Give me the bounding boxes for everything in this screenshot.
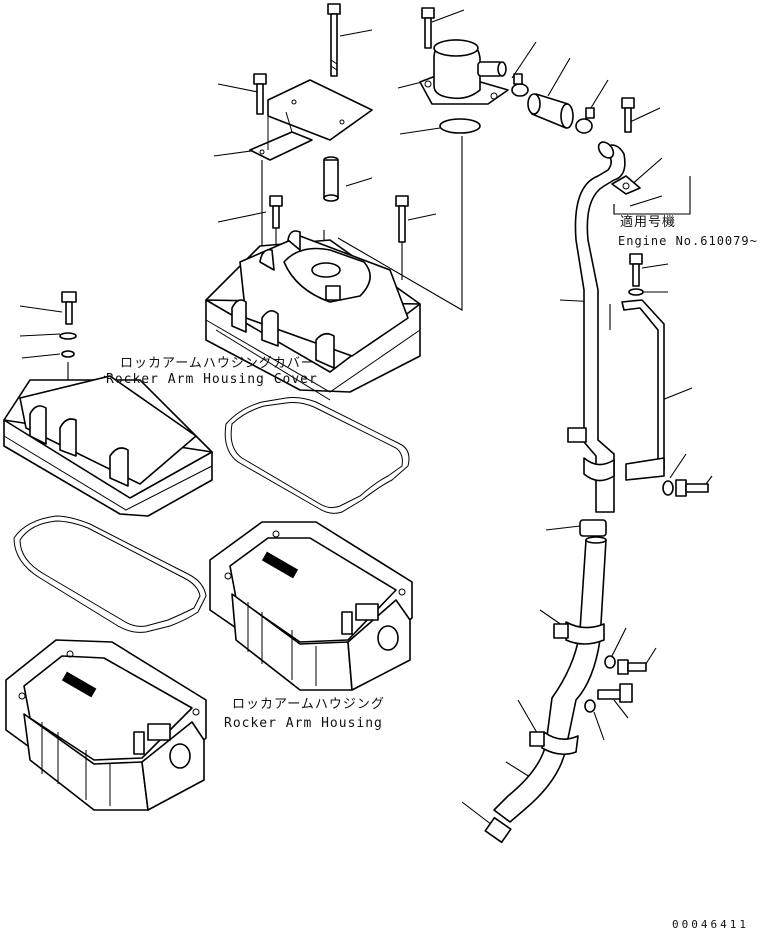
washer bbox=[59, 332, 77, 340]
pipe-coupling bbox=[579, 519, 607, 537]
bolt-left bbox=[61, 291, 77, 325]
cover-bolts bbox=[59, 3, 435, 358]
bolt-support bbox=[629, 253, 643, 287]
washer-a bbox=[604, 655, 616, 669]
rocker-housing-label-en: Rocker Arm Housing bbox=[224, 716, 383, 731]
breather-pipe-lower bbox=[493, 536, 607, 823]
washer-b bbox=[584, 699, 596, 713]
spacer-tube bbox=[323, 156, 339, 202]
rocker-housing-right bbox=[209, 521, 413, 691]
bolt-pipe-top bbox=[621, 97, 635, 133]
bolt-right bbox=[395, 195, 409, 243]
rocker-cover-top bbox=[205, 230, 421, 401]
washer-support bbox=[628, 288, 644, 296]
support-rod bbox=[621, 299, 665, 481]
bolt-a bbox=[617, 659, 647, 675]
pipe-bracket-tab bbox=[611, 175, 641, 195]
cover-gasket-lower bbox=[13, 515, 207, 633]
breather-hose bbox=[527, 93, 574, 129]
long-bolt bbox=[327, 3, 341, 77]
drawing-number: 00046411 bbox=[672, 918, 749, 931]
hose-clamp-1 bbox=[511, 73, 529, 97]
engine-number-label: Engine No.610079~ bbox=[618, 234, 758, 248]
pipe-end-fitting bbox=[484, 816, 512, 844]
bracket-plate bbox=[249, 79, 373, 161]
bolt-bracket bbox=[253, 73, 267, 115]
rocker-housing-label-jp: ロッカアームハウジング bbox=[232, 697, 385, 712]
rocker-cover-left bbox=[3, 375, 213, 517]
bolt-top-right bbox=[421, 7, 435, 49]
bolt-lower bbox=[675, 479, 709, 497]
rocker-housing-left bbox=[5, 639, 207, 811]
rocker-cover-label-jp: ロッカアームハウジングカバー bbox=[120, 356, 315, 371]
breather-pipe-upper bbox=[567, 141, 626, 513]
applicable-serial-label: 適用号機 bbox=[620, 215, 677, 230]
breather-gasket bbox=[439, 118, 481, 134]
breather bbox=[419, 39, 509, 105]
rocker-cover-label-en: Rocker Arm Housing Cover bbox=[106, 372, 318, 387]
hose-clamp-2 bbox=[575, 107, 595, 134]
washer-lower bbox=[662, 480, 674, 496]
bolt-mid bbox=[269, 195, 283, 229]
bolt-b bbox=[597, 683, 633, 703]
cover-gasket-upper bbox=[224, 397, 410, 514]
seal-washer bbox=[61, 350, 75, 358]
applicability-frame bbox=[613, 176, 691, 215]
